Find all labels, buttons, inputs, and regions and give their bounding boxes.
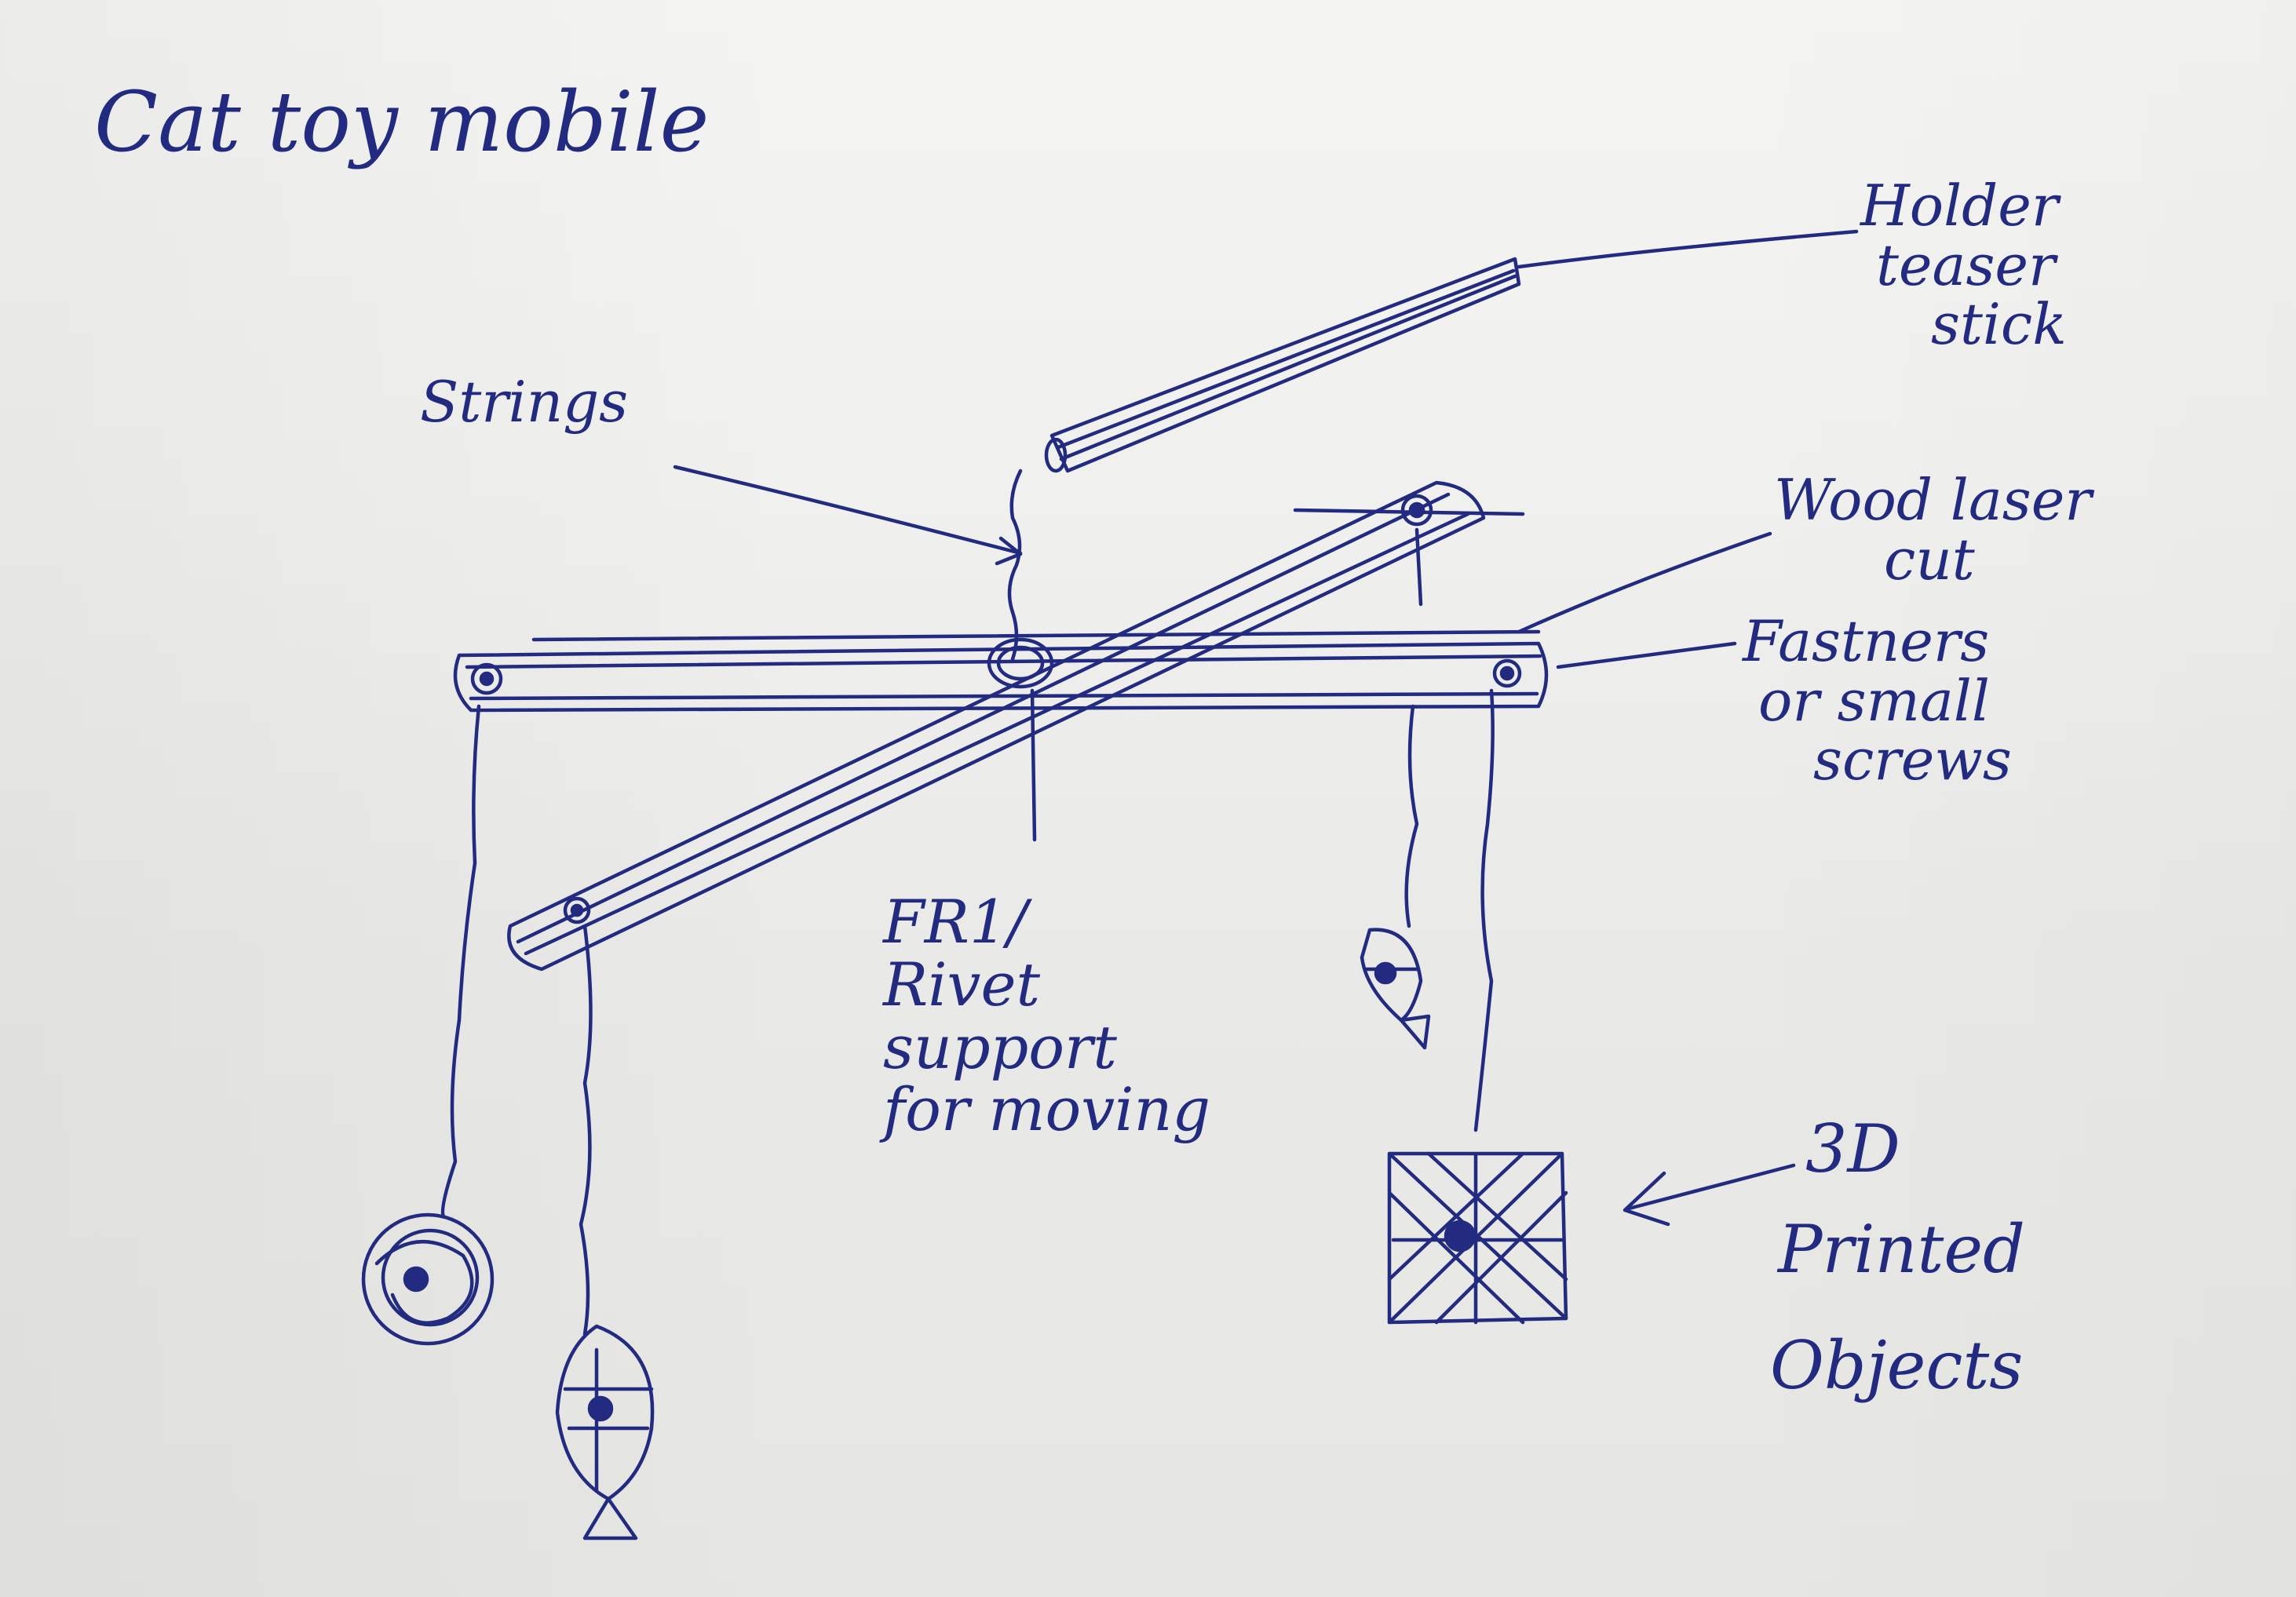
- label-printed-line: Printed: [1778, 1211, 2025, 1289]
- fastners-leader-line: [1556, 641, 1737, 669]
- leader-lines: [673, 229, 1859, 1227]
- center-rivet: [987, 637, 1054, 842]
- left-string: [440, 704, 481, 1219]
- label-fastners: Fastners or small screws: [1743, 608, 2012, 793]
- printed-arrow-head: [1623, 1171, 1670, 1227]
- wood-leader-line: [1517, 531, 1772, 634]
- label-fastners-line: screws: [1813, 727, 2012, 793]
- label-wood-laser-cut: Wood laser cut: [1774, 467, 2092, 592]
- horizontal-bar: [453, 629, 1549, 713]
- yarn-ball-icon: [361, 1212, 495, 1346]
- strings-leader-line: [673, 465, 1023, 556]
- label-holder-line: teaser: [1876, 232, 2056, 298]
- cube-string: [1473, 688, 1495, 1132]
- holder-stick: [1044, 257, 1521, 473]
- label-3d-printed-objects: 3D Printed Objects: [1770, 1110, 2025, 1401]
- label-printed-line: 3D: [1805, 1110, 1900, 1187]
- label-holder-line: stick: [1931, 291, 2067, 358]
- fish-right-icon: [1360, 928, 1431, 1050]
- diagonal-bar: [507, 480, 1525, 972]
- fish-string: [579, 924, 593, 1336]
- label-wood-line: cut: [1884, 526, 1975, 592]
- label-printed-line: Objects: [1770, 1327, 2024, 1405]
- label-strings: Strings: [420, 369, 629, 435]
- label-rivet-line: support: [883, 1012, 1117, 1082]
- fish-right-string: [1404, 704, 1419, 928]
- label-holder-teaser-stick: Holder teaser stick: [1860, 173, 2067, 358]
- label-holder-line: Holder: [1860, 173, 2059, 239]
- label-rivet-line: Rivet: [883, 949, 1040, 1019]
- label-fastners-line: or small: [1758, 667, 1990, 734]
- printed-leader-line: [1626, 1163, 1796, 1211]
- label-wood-line: Wood laser: [1774, 467, 2092, 533]
- label-rivet-line: FR1/: [883, 887, 1028, 957]
- label-rivet-support: FR1/ Rivet support for moving: [883, 891, 1210, 1141]
- holder-leader-line: [1517, 229, 1859, 269]
- label-rivet-line: for moving: [883, 1074, 1211, 1145]
- center-string: [1007, 469, 1023, 662]
- cube-icon: [1387, 1151, 1568, 1325]
- fish-icon: [555, 1324, 655, 1540]
- label-fastners-line: Fastners: [1743, 608, 1990, 674]
- diagram-title: Cat toy mobile: [94, 74, 710, 170]
